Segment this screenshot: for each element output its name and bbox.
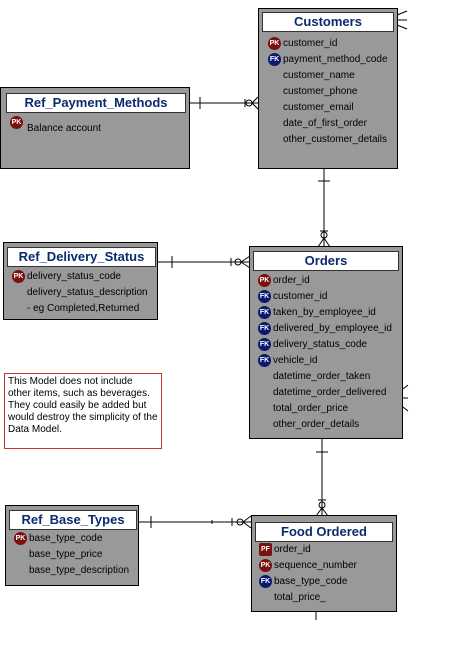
entity-ref-base-types[interactable]: Ref_Base_Types PK base_type_code base_ty… bbox=[5, 505, 139, 586]
attribute: delivered_by_employee_id bbox=[273, 323, 392, 334]
attribute: base_type_description bbox=[29, 565, 130, 576]
attribute: datetime_order_delivered bbox=[273, 387, 387, 398]
primary-key-icon: PK bbox=[259, 559, 272, 572]
foreign-key-icon: FK bbox=[268, 53, 281, 66]
attribute: customer_id bbox=[273, 291, 328, 302]
foreign-key-icon: FK bbox=[258, 354, 271, 367]
attribute: other_customer_details bbox=[283, 134, 387, 145]
attribute: customer_name bbox=[283, 70, 355, 81]
foreign-key-icon: FK bbox=[259, 575, 272, 588]
primary-key-icon: PK bbox=[258, 274, 271, 287]
entity-orders[interactable]: Orders PK order_id FK customer_id FK tak… bbox=[249, 246, 403, 439]
entity-title: Food Ordered bbox=[255, 522, 393, 542]
attribute: - eg Completed,Returned bbox=[27, 303, 140, 314]
entity-title: Orders bbox=[253, 251, 399, 271]
attribute: base_type_price bbox=[29, 549, 103, 560]
attribute: total_price_ bbox=[274, 592, 326, 603]
attribute: customer_id bbox=[283, 38, 338, 49]
entity-title: Ref_Base_Types bbox=[9, 510, 137, 530]
primary-key-icon: PK bbox=[10, 116, 23, 129]
attribute: payment_method_code bbox=[283, 54, 388, 65]
primary-key-icon: PK bbox=[268, 37, 281, 50]
attribute: total_order_price bbox=[273, 403, 349, 414]
attribute: base_type_code bbox=[274, 576, 348, 587]
primary-key-icon: PK bbox=[14, 532, 27, 545]
entity-ref-delivery-status[interactable]: Ref_Delivery_Status PK delivery_status_c… bbox=[3, 242, 158, 320]
model-note: This Model does not include other items,… bbox=[4, 373, 162, 449]
attribute: order_id bbox=[273, 275, 310, 286]
attribute: other_order_details bbox=[273, 419, 360, 430]
foreign-key-icon: FK bbox=[258, 338, 271, 351]
entity-customers[interactable]: Customers PK customer_id FK payment_meth… bbox=[258, 8, 398, 169]
attribute: delivery_status_code bbox=[27, 271, 121, 282]
entity-title: Ref_Delivery_Status bbox=[7, 247, 156, 267]
attribute: customer_email bbox=[283, 102, 354, 113]
entity-ref-payment-methods[interactable]: Ref_Payment_Methods PK Balance account bbox=[0, 87, 190, 169]
attribute: delivery_status_code bbox=[273, 339, 367, 350]
attribute: base_type_code bbox=[29, 533, 103, 544]
entity-food-ordered[interactable]: Food Ordered PF order_id PK sequence_num… bbox=[251, 515, 397, 612]
attribute: date_of_first_order bbox=[283, 118, 367, 129]
attribute: order_id bbox=[274, 544, 311, 555]
primary-foreign-key-icon: PF bbox=[259, 543, 272, 556]
entity-title: Ref_Payment_Methods bbox=[6, 93, 186, 113]
attribute: taken_by_employee_id bbox=[273, 307, 376, 318]
attribute: Balance account bbox=[27, 123, 101, 134]
foreign-key-icon: FK bbox=[258, 322, 271, 335]
attribute: vehicle_id bbox=[273, 355, 318, 366]
entity-title: Customers bbox=[262, 12, 394, 32]
foreign-key-icon: FK bbox=[258, 306, 271, 319]
primary-key-icon: PK bbox=[12, 270, 25, 283]
attribute: sequence_number bbox=[274, 560, 357, 571]
attribute: datetime_order_taken bbox=[273, 371, 371, 382]
attribute: delivery_status_description bbox=[27, 287, 148, 298]
foreign-key-icon: FK bbox=[258, 290, 271, 303]
attribute: customer_phone bbox=[283, 86, 358, 97]
